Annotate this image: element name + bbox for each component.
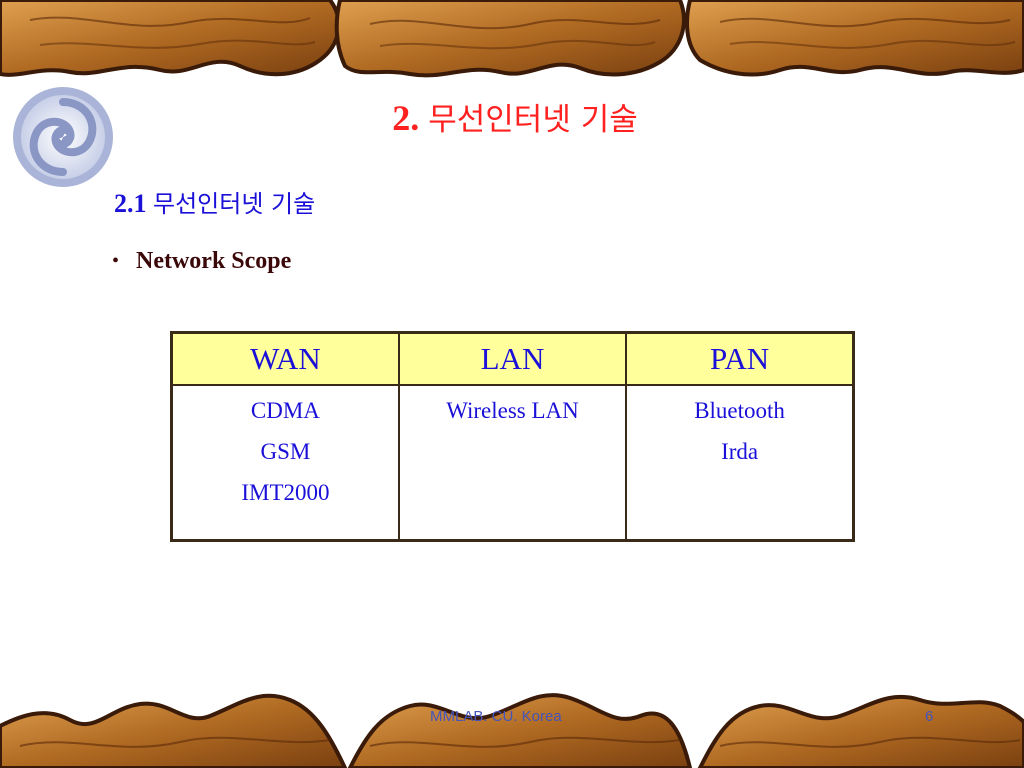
cell-item-gsm: GSM [260, 439, 311, 464]
bullet-label: Network Scope [136, 248, 292, 274]
table-cell-pan: Bluetooth Irda [625, 384, 855, 542]
section-subheading: 2.1 무선인터넷 기술 [114, 184, 315, 224]
cell-item-irda: Irda [721, 439, 759, 464]
footer-text: MMLAB. CU. Korea [430, 708, 562, 725]
bottom-decorative-border [0, 686, 1024, 768]
page-number: 6 [925, 708, 934, 725]
cell-item-cdma: CDMA [250, 398, 320, 423]
cell-item-wireless-lan: Wireless LAN [446, 398, 579, 423]
cell-item-imt2000: IMT2000 [241, 480, 330, 505]
table-cell-lan: Wireless LAN [397, 384, 628, 542]
network-scope-table: WAN LAN PAN CDMA GSM IMT2000 Wireless LA… [170, 331, 855, 542]
slide-title-text: 무선인터넷 기술 [428, 102, 638, 138]
wavy-wood-border-bottom [0, 693, 1024, 768]
table-cell-wan: CDMA GSM IMT2000 [170, 384, 400, 542]
cell-item-bluetooth: Bluetooth [694, 398, 785, 423]
slide-title: 2. 무선인터넷 기술 [280, 94, 750, 144]
bullet-item: • Network Scope [112, 244, 291, 278]
wavy-wood-border-top [0, 0, 1024, 78]
subheading-number: 2.1 [114, 189, 147, 218]
table-row: CDMA GSM IMT2000 Wireless LAN Bluetooth … [170, 384, 855, 542]
swirl-logo-icon [10, 84, 116, 190]
table-header-wan: WAN [170, 331, 400, 386]
table-header-row: WAN LAN PAN [170, 331, 855, 386]
subheading-text: 무선인터넷 기술 [153, 190, 316, 218]
top-decorative-border [0, 0, 1024, 82]
table-header-lan: LAN [397, 331, 628, 386]
table-header-pan: PAN [625, 331, 855, 386]
slide-title-number: 2. [392, 98, 420, 138]
bullet-dot-icon: • [112, 250, 120, 272]
